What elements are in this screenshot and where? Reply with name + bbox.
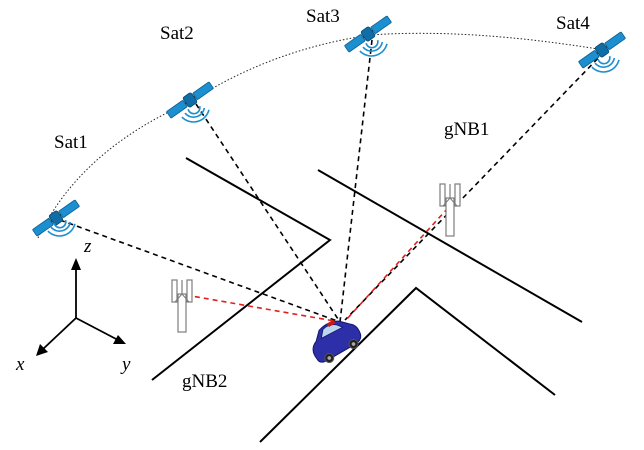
link-gnb1-car [345, 207, 449, 321]
gnb1-label: gNB1 [444, 119, 489, 140]
terrestrial-links [185, 207, 449, 323]
sat3-label: Sat3 [306, 6, 340, 27]
axis-y-label: y [120, 354, 131, 375]
sat2-label: Sat2 [160, 23, 194, 44]
sat1-satellite-icon [30, 197, 82, 239]
roads [151, 157, 583, 443]
gnb1-tower-icon [439, 183, 461, 237]
road-upper-right-edge [317, 169, 583, 323]
link-sat3-car [339, 39, 373, 323]
car-icon [312, 320, 362, 364]
axis-x-label: x [15, 354, 25, 375]
orbit-path [37, 32, 605, 239]
road-left-edge [151, 157, 332, 381]
gnb2-tower-icon [171, 279, 193, 333]
link-sat4-car [344, 51, 605, 321]
road-lower-edge [259, 286, 556, 443]
sat1-label: Sat1 [54, 132, 88, 153]
link-gnb2-car [185, 294, 341, 323]
link-sat2-car [195, 103, 341, 323]
axes-icon [36, 258, 126, 356]
gnb2-label: gNB2 [182, 371, 227, 392]
satellite-links [59, 39, 605, 323]
sat4-label: Sat4 [556, 13, 590, 34]
axis-z-label: z [83, 236, 92, 257]
link-sat1-car [59, 219, 341, 323]
